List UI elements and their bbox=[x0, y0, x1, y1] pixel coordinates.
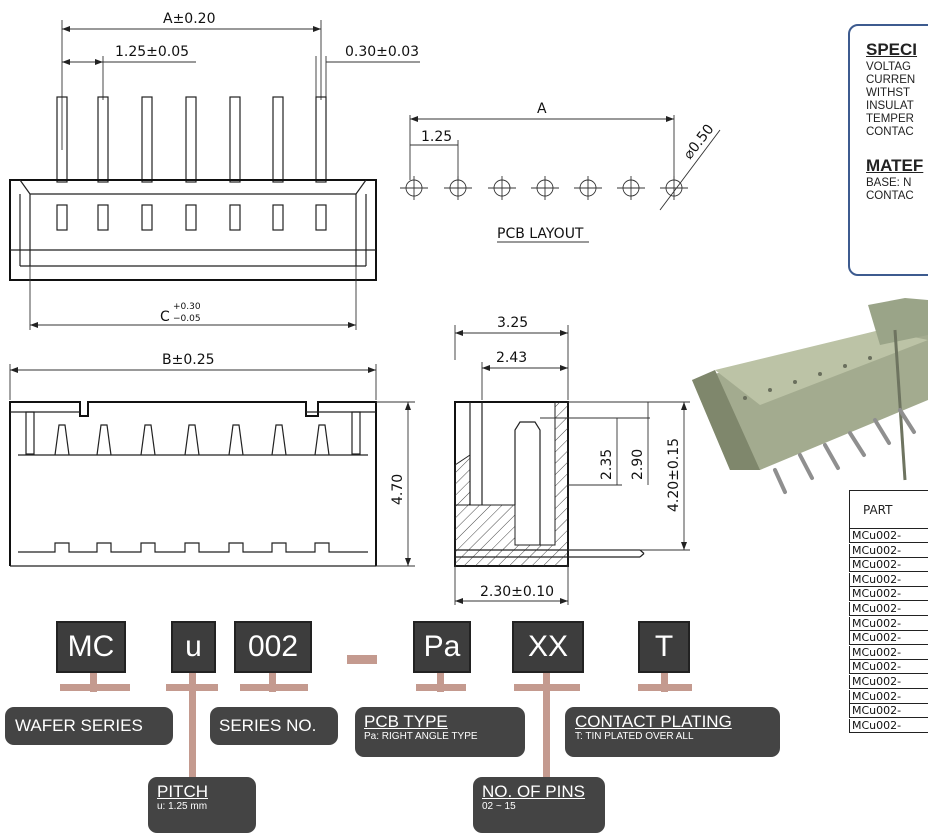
dim-depth-325: 3.25 bbox=[497, 315, 528, 331]
dim-depth-243: 2.43 bbox=[496, 350, 527, 366]
material-row-base: BASE: N bbox=[866, 177, 912, 189]
label-series-no: SERIES NO. bbox=[210, 707, 338, 745]
dim-pitch: 1.25±0.05 bbox=[115, 44, 189, 60]
code-segment-u: u bbox=[171, 621, 216, 673]
specifications-panel: SPECI VOLTAG CURREN WITHST INSULAT TEMPE… bbox=[848, 24, 928, 276]
label-pcb-type-sub: Pa: RIGHT ANGLE TYPE bbox=[364, 731, 478, 742]
label-no-of-pins-text: NO. OF PINS bbox=[482, 782, 585, 801]
part-table-row: MCu002- bbox=[849, 529, 928, 543]
side-view: 3.25 2.43 2.35 2.90 4.20±0.15 bbox=[454, 315, 690, 605]
spec-row-current: CURREN bbox=[866, 74, 916, 86]
spec-row-insulation: INSULAT bbox=[866, 100, 914, 112]
connector-3d-render bbox=[692, 298, 928, 494]
part-table-row: MCu002- bbox=[849, 660, 928, 675]
label-series-no-text: SERIES NO. bbox=[219, 716, 317, 735]
code-segment-t: T bbox=[638, 621, 690, 673]
dim-pin-length: 2.30±0.10 bbox=[480, 584, 554, 600]
part-table-row: MCu002- bbox=[849, 704, 928, 719]
part-table-row: MCu002- bbox=[849, 675, 928, 689]
part-code-connectors bbox=[60, 672, 692, 792]
part-table-row: MCu002- bbox=[849, 602, 928, 616]
part-table-header: PART bbox=[849, 490, 928, 529]
pcb-layout-label: PCB LAYOUT bbox=[497, 226, 584, 242]
dim-c-tol-minus: −0.05 bbox=[173, 314, 201, 324]
dim-layout-a: A bbox=[537, 101, 547, 117]
dim-pin-thickness: 0.30±0.03 bbox=[345, 44, 419, 60]
dim-height-470: 4.70 bbox=[390, 474, 406, 505]
spec-row-temperature: TEMPER bbox=[866, 113, 914, 125]
label-no-of-pins: NO. OF PINS 02 ~ 15 bbox=[473, 777, 605, 833]
label-pitch-sub: u: 1.25 mm bbox=[157, 801, 208, 812]
code-segment-xx: XX bbox=[512, 621, 584, 673]
label-no-of-pins-sub: 02 ~ 15 bbox=[482, 801, 516, 812]
dim-c-width: C bbox=[160, 309, 170, 325]
part-table-row: MCu002- bbox=[849, 543, 928, 558]
front-view: B±0.25 4.70 bbox=[9, 352, 415, 567]
label-wafer-series: WAFER SERIES bbox=[5, 707, 173, 745]
dim-c-tol-plus: +0.30 bbox=[173, 302, 201, 312]
part-table-row: MCu002- bbox=[849, 558, 928, 573]
dim-hole-diameter: ⌀0.50 bbox=[681, 121, 718, 162]
pcb-layout: A 1.25 ⌀0.50 PCB LAYOUT bbox=[400, 101, 721, 243]
top-view: A±0.20 1.25±0.05 0.30±0.03 bbox=[9, 11, 420, 330]
code-segment-pa: Pa bbox=[413, 621, 471, 673]
label-contact-plating-sub: T: TIN PLATED OVER ALL bbox=[575, 731, 694, 742]
spec-row-contact: CONTAC bbox=[866, 126, 914, 138]
dim-a-width: A±0.20 bbox=[163, 11, 215, 27]
dim-h-290: 2.90 bbox=[630, 449, 646, 480]
dim-h-420: 4.20±0.15 bbox=[666, 438, 682, 512]
part-table-row: MCu002- bbox=[849, 572, 928, 587]
part-table-row: MCu002- bbox=[849, 645, 928, 660]
part-table-row: MCu002- bbox=[849, 616, 928, 631]
part-table-row: MCu002- bbox=[849, 718, 928, 733]
code-dash bbox=[347, 655, 377, 664]
label-wafer-series-text: WAFER SERIES bbox=[15, 716, 143, 735]
label-contact-plating: CONTACT PLATING T: TIN PLATED OVER ALL bbox=[565, 707, 780, 757]
dim-layout-pitch: 1.25 bbox=[421, 129, 452, 145]
part-table-row: MCu002- bbox=[849, 587, 928, 602]
spec-row-withstand: WITHST bbox=[866, 87, 911, 99]
label-pcb-type: PCB TYPE Pa: RIGHT ANGLE TYPE bbox=[355, 707, 525, 757]
code-segment-002: 002 bbox=[234, 621, 312, 673]
specifications-title: SPECI bbox=[866, 40, 918, 59]
dim-h-235: 2.35 bbox=[599, 449, 615, 480]
label-contact-plating-text: CONTACT PLATING bbox=[575, 712, 732, 731]
dim-b-width: B±0.25 bbox=[162, 352, 215, 368]
material-title: MATEF bbox=[866, 156, 924, 175]
label-pitch-text: PITCH bbox=[157, 782, 208, 801]
label-pitch: PITCH u: 1.25 mm bbox=[148, 777, 256, 833]
label-pcb-type-text: PCB TYPE bbox=[364, 712, 448, 731]
part-table-row: MCu002- bbox=[849, 631, 928, 646]
material-row-contact: CONTAC bbox=[866, 190, 914, 202]
code-segment-mc: MC bbox=[56, 621, 126, 673]
spec-row-voltage: VOLTAG bbox=[866, 61, 911, 73]
part-table-row: MCu002- bbox=[849, 689, 928, 704]
